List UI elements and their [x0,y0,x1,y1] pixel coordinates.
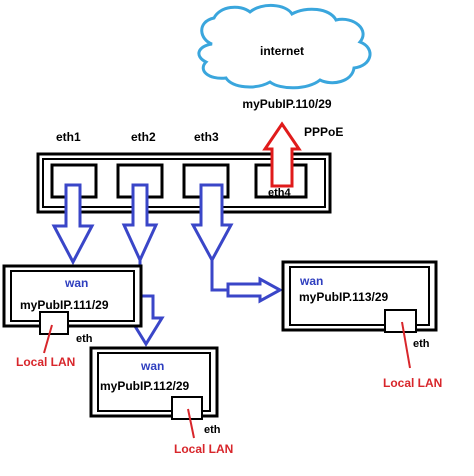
device-1 [2,264,143,335]
device-3 [281,260,438,333]
device-1-ip: myPubIP.111/29 [20,298,109,312]
pppoe-label: PPPoE [304,125,343,139]
device-2-ip: myPubIP.112/29 [100,379,190,393]
device-2-lan-line [187,408,195,439]
internet-ip: myPubIP.110/29 [242,97,332,111]
internet-label: internet [260,44,304,58]
port-label-eth3: eth3 [194,130,219,144]
device-3-wan-label: wan [299,274,323,288]
device-2-eth-label: eth [204,424,221,436]
link-arrow-eth1 [51,183,95,266]
device-1-wan-label: wan [64,276,88,290]
device-3-lan-label: Local LAN [383,376,442,390]
device-3-eth-port [384,309,417,333]
device-3-lan-line [401,321,411,369]
device-3-eth-label: eth [413,338,430,350]
device-1-eth-label: eth [76,333,93,345]
device-2-lan-label: Local LAN [174,442,233,456]
device-2-eth-port [171,396,203,420]
port-label-eth2: eth2 [131,130,156,144]
device-2 [89,346,219,420]
port-label-eth4: eth4 [268,187,292,199]
link-arrow-eth3 [190,183,284,304]
device-2-wan-label: wan [140,359,164,373]
device-1-lan-line [43,324,53,354]
internet-cloud [197,4,372,90]
device-1-eth-port [39,311,69,335]
device-1-lan-label: Local LAN [16,355,75,369]
device-3-ip: myPubIP.113/29 [299,290,389,304]
uplink-arrow [262,121,302,188]
port-label-eth1: eth1 [56,130,81,144]
